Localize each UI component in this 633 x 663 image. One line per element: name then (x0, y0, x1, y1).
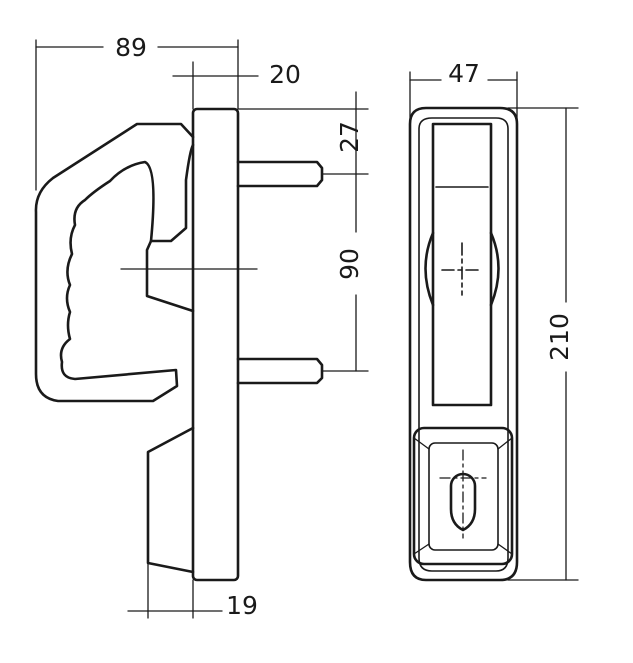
handle-lever (34, 122, 195, 403)
cylinder-bevel-corners (413, 437, 513, 555)
dim-90-label: 90 (335, 248, 364, 280)
dim-47-label: 47 (448, 59, 480, 88)
dim-19-label: 19 (226, 591, 258, 620)
cylinder-housing-outer (412, 426, 514, 566)
front-plate-outer (408, 106, 519, 582)
dim-210-label: 210 (545, 313, 574, 361)
front-view (408, 106, 519, 582)
front-rosette-right (489, 231, 500, 307)
side-view (34, 107, 324, 582)
front-handle-bar (431, 122, 493, 407)
spindle-cross-mark (441, 242, 481, 296)
front-rosette-left (424, 231, 435, 307)
dim-20-label: 20 (269, 60, 301, 89)
lower-lug (146, 426, 195, 574)
cylinder-housing-inner (428, 442, 499, 551)
dim-27-label: 27 (335, 121, 364, 153)
handle-neck (145, 239, 195, 313)
keyhole-icon (449, 472, 477, 532)
front-dimensions: 47 210 (409, 59, 579, 581)
side-dimensions: 89 20 27 90 19 (35, 33, 369, 620)
screw-bottom (236, 357, 324, 385)
front-plate-inner (418, 117, 509, 572)
screw-top (236, 160, 324, 188)
side-base-plate (191, 107, 240, 582)
dim-89-label: 89 (115, 33, 147, 62)
